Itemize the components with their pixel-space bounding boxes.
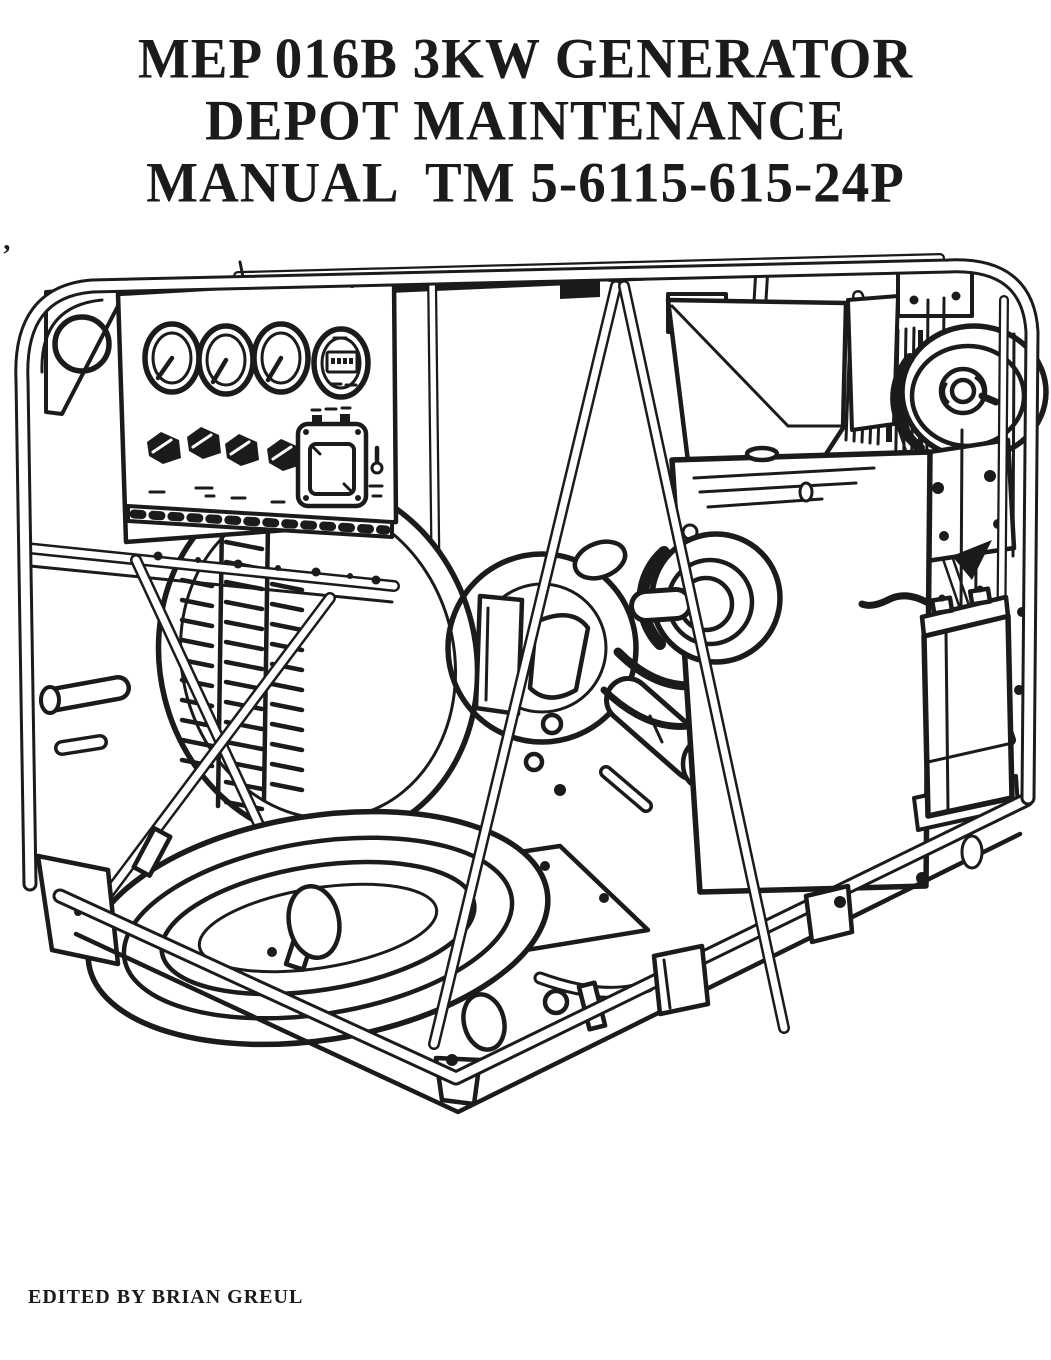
skid-base — [35, 792, 1034, 1115]
frame-tubes — [14, 258, 1040, 1050]
battery-cable — [858, 592, 934, 609]
control-knobs — [147, 427, 301, 504]
hour-meter — [325, 350, 359, 374]
output-coupling — [629, 531, 783, 665]
carry-handle — [39, 675, 131, 756]
fuel-cap — [744, 445, 780, 463]
flywheel — [445, 551, 639, 745]
control-panel — [20, 275, 400, 604]
book-title: MEP 016B 3KW GENERATOR DEPOT MAINTENANCE… — [0, 26, 1051, 215]
generator-line-drawing — [14, 253, 1049, 1115]
title-line-1: MEP 016B 3KW GENERATOR — [137, 26, 914, 91]
editor-credit: EDITED BY BRIAN GREUL — [28, 1286, 304, 1308]
gusset-hole — [52, 314, 112, 374]
terminal-strip — [126, 504, 394, 539]
title-line-3: MANUAL TM 5-6115-615-24P — [146, 150, 905, 215]
title-line-2: DEPOT MAINTENANCE — [205, 88, 846, 153]
tie-down-bracket — [803, 883, 855, 945]
gauge-cluster — [142, 321, 371, 400]
stray-scan-mark: ’ — [2, 240, 12, 271]
fuel-tank — [629, 445, 933, 895]
tie-down-bracket — [651, 943, 711, 1017]
panel-toggle — [370, 445, 384, 475]
circuit-breaker — [295, 406, 384, 509]
coil-strap — [131, 826, 173, 878]
battery — [858, 585, 1020, 832]
